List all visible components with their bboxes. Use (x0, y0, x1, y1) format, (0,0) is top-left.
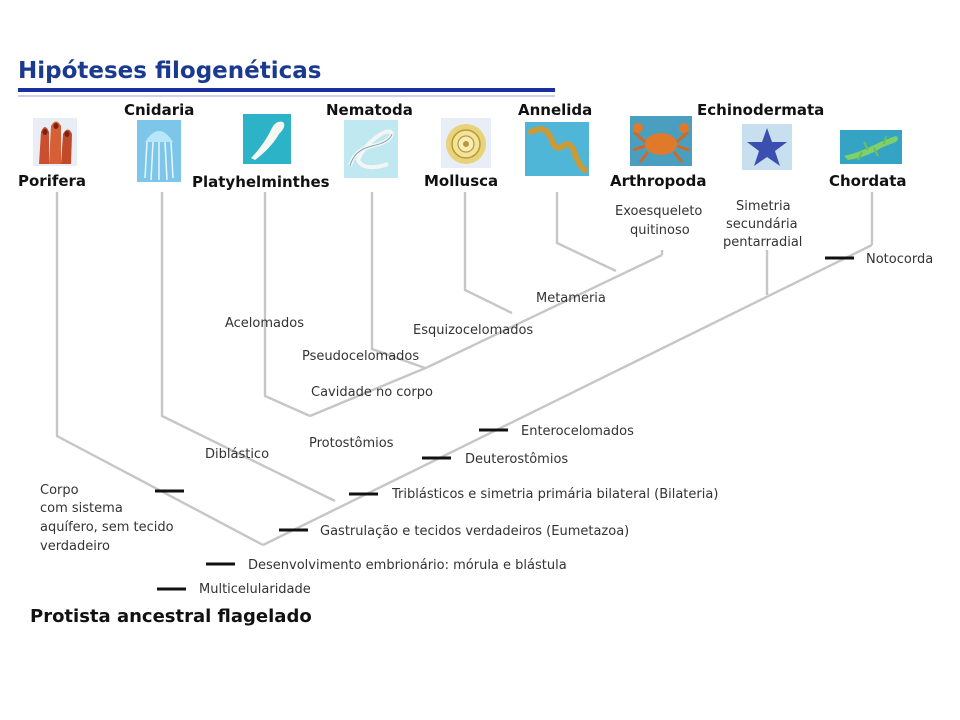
flatworm-icon (243, 114, 291, 164)
label-simetria-2: secundária (726, 217, 798, 232)
branch-cavity (309, 365, 429, 418)
taxon-porifera: Porifera (18, 172, 86, 190)
label-protostomios: Protostômios (309, 436, 394, 451)
label-deuterostomios: Deuterostômios (465, 452, 568, 467)
label-corpo-2: com sistema (40, 501, 123, 516)
branch-annelida (555, 192, 617, 273)
label-notocorda: Notocorda (866, 252, 933, 267)
label-multicelularidade: Multicelularidade (199, 582, 311, 597)
snail-icon (441, 118, 491, 168)
root-label: Protista ancestral flagelado (30, 606, 312, 627)
label-pseudocelomados: Pseudocelomados (302, 349, 419, 364)
label-corpo-3: aquífero, sem tecido (40, 520, 174, 535)
label-cavidade: Cavidade no corpo (311, 385, 433, 400)
branch-cnidaria (160, 192, 336, 503)
trait-ticks (155, 256, 854, 591)
label-corpo-4: verdadeiro (40, 539, 110, 554)
taxon-annelida: Annelida (518, 101, 592, 119)
label-corpo-1: Corpo (40, 483, 79, 498)
starfish-icon (742, 124, 792, 170)
branch-mollusca (463, 192, 513, 315)
taxon-arthropoda: Arthropoda (610, 172, 706, 190)
taxon-mollusca: Mollusca (424, 172, 498, 190)
taxon-cnidaria: Cnidaria (124, 101, 194, 119)
crab-icon (630, 116, 692, 166)
label-gastrulacao: Gastrulação e tecidos verdadeiros (Eumet… (320, 524, 629, 539)
branch-nematoda (370, 192, 426, 370)
page-title: Hipóteses filogenéticas (18, 58, 321, 84)
label-acelomados: Acelomados (225, 316, 304, 331)
branch-schizocoel (427, 253, 663, 369)
taxon-nematoda: Nematoda (326, 101, 413, 119)
label-enterocelomados: Enterocelomados (521, 424, 634, 439)
branch-porifera (55, 192, 264, 547)
sponge-icon (33, 118, 77, 166)
label-exoesqueleto-2: quitinoso (630, 223, 690, 238)
taxon-chordata: Chordata (829, 172, 907, 190)
taxon-echinodermata: Echinodermata (697, 101, 824, 119)
earthworm-icon (525, 122, 589, 176)
label-diblastico: Diblástico (205, 447, 269, 462)
label-exoesqueleto-1: Exoesqueleto (615, 204, 702, 219)
branch-platyhelminthes (263, 192, 311, 418)
label-esquizocelomados: Esquizocelomados (413, 323, 533, 338)
taxon-platyhelminthes: Platyhelminthes (192, 173, 330, 191)
roundworm-icon (344, 120, 398, 178)
jellyfish-icon (137, 120, 181, 182)
label-triblasticos: Triblásticos e simetria primária bilater… (391, 487, 718, 502)
label-simetria-3: pentarradial (723, 235, 802, 250)
lizard-icon (840, 130, 902, 164)
label-simetria-1: Simetria (736, 199, 791, 214)
label-desenvolvimento: Desenvolvimento embrionário: mórula e bl… (248, 558, 567, 573)
label-metameria: Metameria (536, 291, 606, 306)
